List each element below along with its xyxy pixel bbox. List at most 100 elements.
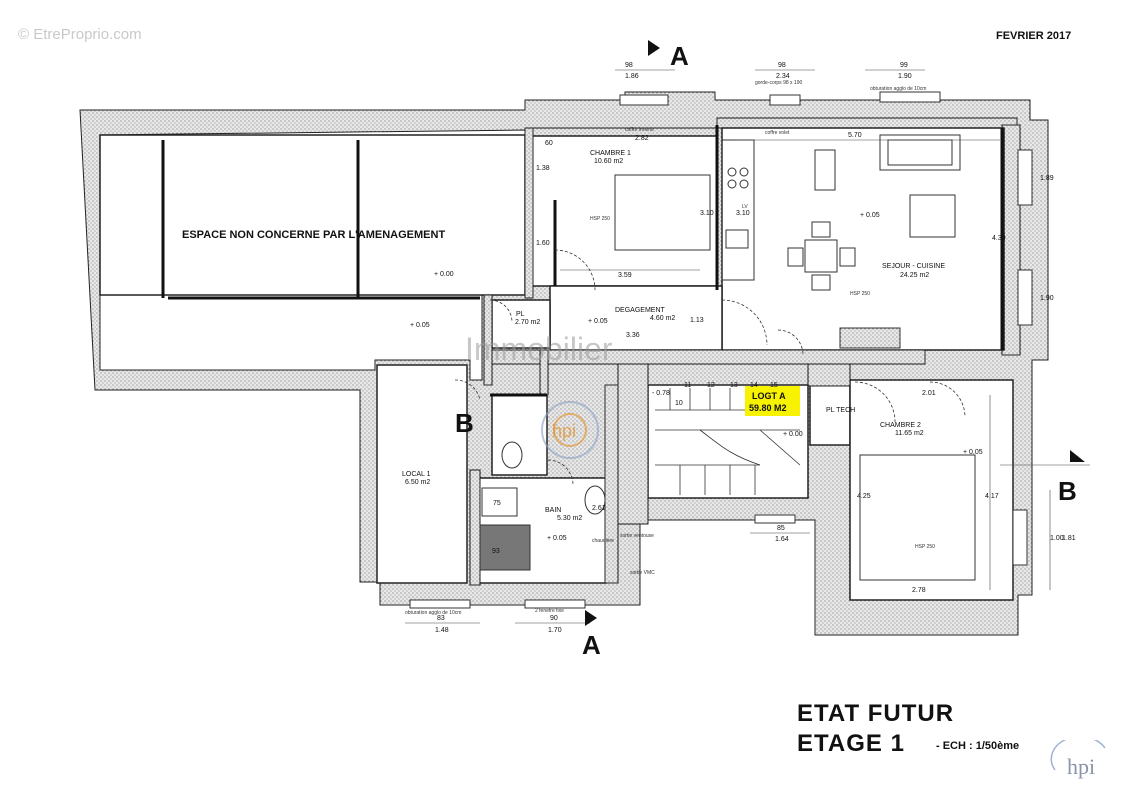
hpi-logo: hpi (1050, 740, 1106, 779)
level-1: + 0.00 (434, 271, 454, 278)
level-3: + 0.05 (588, 318, 608, 325)
dim-ch1-310: 3.10 (700, 210, 714, 217)
note-hsp-ch2: HSP 250 (915, 544, 935, 550)
label-degagement: DEGAGEMENT (615, 307, 666, 314)
section-b-right: B (1058, 476, 1077, 506)
note-garde-corps: gorde-corps 98 x 190 (755, 80, 802, 86)
level-4: + 0.05 (860, 212, 880, 219)
note-hsp-ch1: HSP 250 (590, 216, 610, 222)
room-sejour-cuisine (721, 127, 1005, 351)
note-coffre-innerte: coffre innerte (625, 127, 654, 133)
area-local-1: 6.50 m2 (405, 479, 430, 486)
dim-right-100: 1.00 (1050, 535, 1064, 542)
stair-14: 14 (750, 382, 758, 389)
dim-top-234: 2.34 (776, 73, 790, 80)
dim-ch2-201: 2.01 (922, 390, 936, 397)
area-logt: 59.80 M2 (749, 403, 787, 413)
windows (409, 91, 1033, 609)
stair-12: 12 (707, 382, 715, 389)
dim-ch2-425: 4.25 (857, 493, 871, 500)
dim-top-190: 1.90 (898, 73, 912, 80)
furniture (479, 134, 976, 581)
area-degagement: 4.60 m2 (650, 315, 675, 322)
dim-right-181: 1.81 (1062, 535, 1076, 542)
plan-scale: - ECH : 1/50ème (936, 740, 1020, 752)
area-pl: 2.70 m2 (515, 319, 540, 326)
label-sejour: SEJOUR - CUISINE (882, 263, 945, 270)
stair-10: 10 (675, 400, 683, 407)
stair-11: 11 (684, 382, 691, 389)
plan-title-line-2: ETAGE 1 (797, 730, 905, 757)
area-bain: 5.30 m2 (557, 515, 582, 522)
dimension-texts: 98 1.86 98 2.34 99 1.90 5.70 3.59 3.36 3… (435, 62, 1076, 634)
dim-bottom-85: 85 (777, 525, 785, 532)
room-chambre-2 (849, 379, 1014, 601)
bed-chambre-1 (614, 174, 711, 251)
brand-overlay-text: Immobilier (465, 331, 613, 367)
note-fenetre-fixe: 2 fenetre fixe (535, 608, 564, 614)
section-a-top: A (670, 41, 689, 71)
bed-chambre-2 (859, 454, 976, 581)
dim-bain-93: 93 (492, 548, 500, 555)
partitions (161, 125, 1004, 397)
rooms (99, 127, 1014, 601)
dim-bain-261: 2.61 (592, 505, 606, 512)
level-2: + 0.05 (410, 322, 430, 329)
dim-bain-75: 75 (493, 500, 501, 507)
room-espace-non-concerne (99, 134, 526, 296)
plan-date: FEVRIER 2017 (996, 30, 1072, 42)
dim-ch1-359: 3.59 (618, 272, 632, 279)
level-6: - 0.78 (652, 390, 670, 397)
dim-deg-113: 1.13 (690, 317, 704, 324)
dim-top-186: 1.86 (625, 73, 639, 80)
note-obturation-top: obturation agglo de 10cm (870, 86, 926, 92)
note-sortie-vmc: sortie VMC (630, 570, 655, 576)
sofa (879, 134, 961, 171)
dim-bottom-90: 90 (550, 615, 558, 622)
area-chambre-2: 11.65 m2 (895, 430, 924, 437)
door-swings (454, 249, 966, 486)
brand-overlay: Immobilier hpi (465, 331, 613, 459)
tv-unit (909, 194, 956, 238)
level-5: + 0.05 (547, 535, 567, 542)
dim-ch1-138: 1.38 (536, 165, 550, 172)
section-b-left: B (455, 408, 474, 438)
dim-sejour-570: 5.70 (848, 132, 862, 139)
level-8: + 0.05 (963, 449, 983, 456)
room-pl (491, 299, 551, 349)
room-wc (491, 394, 548, 476)
watermark-text: © EtreProprio.com (18, 26, 142, 43)
dim-bottom-83: 83 (437, 615, 445, 622)
label-local-1: LOCAL 1 (402, 471, 431, 478)
logt-highlight: LOGT A 59.80 M2 (745, 386, 800, 416)
label-bain: BAIN (545, 507, 561, 514)
shower (479, 524, 531, 571)
note-sortie-ventouse: sortie ventouse (620, 533, 654, 539)
stair-13: 13 (730, 382, 738, 389)
dim-ch2-278: 2.78 (912, 587, 926, 594)
area-chambre-1: 10.60 m2 (594, 158, 623, 165)
label-pl: PL (516, 311, 525, 318)
fireplace (839, 327, 901, 349)
label-pl-tech: PL TECH (826, 407, 855, 414)
brand-overlay-logo: hpi (552, 421, 576, 441)
wc-bowl (501, 441, 523, 469)
interior-walls (469, 127, 926, 586)
room-labels: ESPACE NON CONCERNE PAR L'AMENAGEMENT CH… (182, 150, 945, 522)
note-obturation-bottom: obturation agglo de 10cm (405, 610, 461, 616)
dim-right-190: 1.90 (1040, 295, 1054, 302)
stair-15: 15 (770, 382, 778, 389)
dim-right-189: 1.89 (1040, 175, 1054, 182)
label-logt: LOGT A (752, 391, 786, 401)
dim-ch1-282: 2.82 (635, 135, 649, 142)
hpi-logo-text: hpi (1067, 754, 1095, 779)
label-chambre-2: CHAMBRE 2 (880, 422, 921, 429)
dim-sejour-439: 4.39 (992, 235, 1006, 242)
section-markers: A A B B (455, 40, 1085, 660)
section-a-bottom: A (582, 630, 601, 660)
dim-top-98b: 98 (778, 62, 786, 69)
dim-ch1-60: 60 (545, 140, 553, 147)
label-chambre-1: CHAMBRE 1 (590, 150, 631, 157)
dim-bottom-164: 1.64 (775, 536, 789, 543)
note-chaudiere: chaudière (592, 538, 614, 544)
